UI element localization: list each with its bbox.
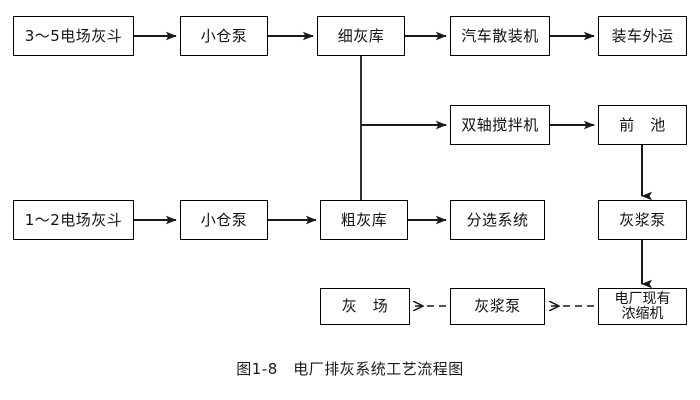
node-small-silo-pump-bottom[interactable]: 小仓泵 <box>180 200 268 240</box>
figure-caption: 图1-8 电厂排灰系统工艺流程图 <box>236 360 464 378</box>
node-truck-outbound-transport[interactable]: 装车外运 <box>598 16 687 56</box>
node-small-silo-pump-top[interactable]: 小仓泵 <box>180 16 268 56</box>
node-sorting-system[interactable]: 分选系统 <box>450 200 545 240</box>
node-front-pool[interactable]: 前 池 <box>598 105 687 145</box>
node-coarse-ash-silo[interactable]: 粗灰库 <box>320 200 408 240</box>
node-fine-ash-silo[interactable]: 细灰库 <box>317 16 405 56</box>
node-ash-yard[interactable]: 灰 场 <box>320 288 410 325</box>
node-fine-electric-field-ash-hopper[interactable]: 3～5电场灰斗 <box>13 16 134 56</box>
node-existing-plant-thickener[interactable]: 电厂现有 浓缩机 <box>598 288 687 325</box>
node-coarse-electric-field-ash-hopper[interactable]: 1～2电场灰斗 <box>13 200 134 240</box>
node-twin-shaft-mixer[interactable]: 双轴搅拌机 <box>450 105 550 145</box>
node-truck-bulk-loader[interactable]: 汽车散装机 <box>450 16 550 56</box>
node-slurry-pump-right[interactable]: 灰浆泵 <box>598 200 687 240</box>
node-slurry-pump-bottom[interactable]: 灰浆泵 <box>450 288 545 325</box>
